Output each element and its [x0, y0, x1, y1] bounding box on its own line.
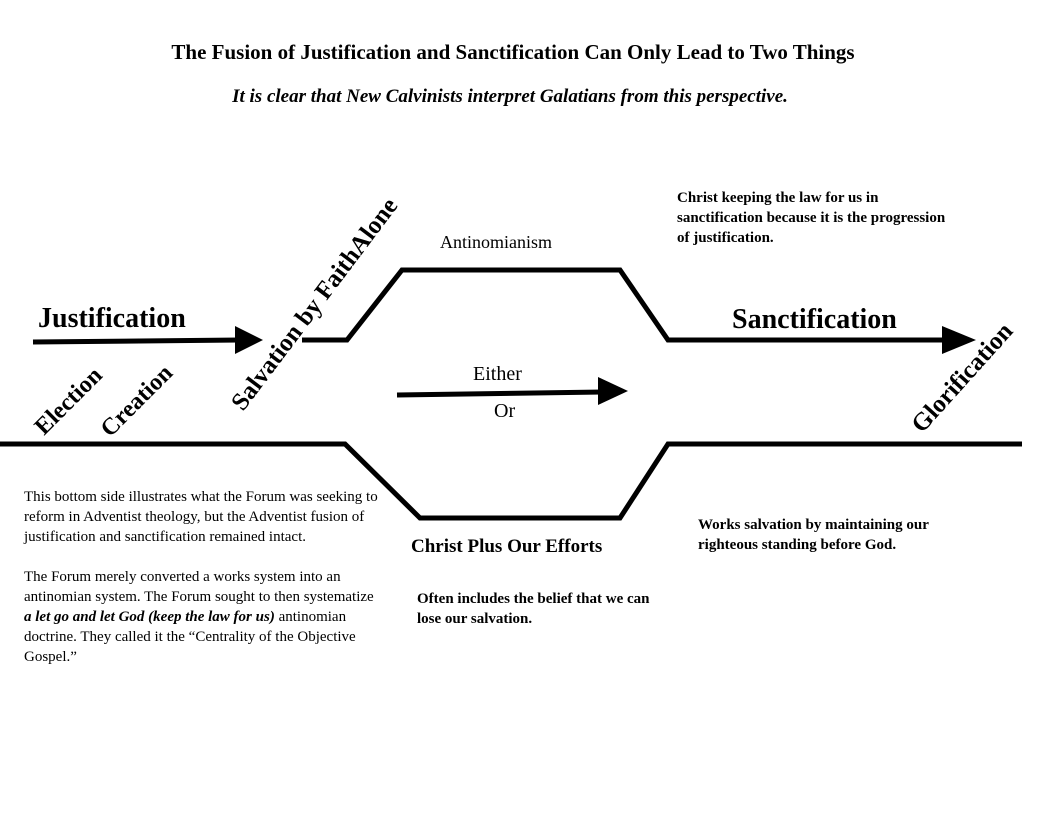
justification-arrowhead: [235, 326, 263, 354]
note-italic-text: a let go and let God (keep the law for u…: [24, 609, 275, 625]
note-top-right: Christ keeping the law for us in sanctif…: [677, 190, 946, 246]
sanctification-arrowhead: [942, 326, 976, 354]
note-bottom-left-paragraph-2: The Forum merely converted a works syste…: [24, 567, 384, 667]
label-election: Election: [30, 362, 108, 440]
label-sanctification: Sanctification: [732, 304, 897, 335]
diagram-subtitle: It is clear that New Calvinists interpre…: [232, 86, 788, 107]
lower-path: [0, 441, 1022, 521]
label-either: Either: [473, 363, 522, 385]
label-antinomianism: Antinomianism: [440, 232, 552, 252]
note-bottom-left: This bottom side illustrates what the Fo…: [24, 487, 384, 687]
either-or-arrow-line: [396, 389, 604, 398]
either-or-arrowhead: [598, 377, 628, 405]
note-bottom-left-paragraph-1: This bottom side illustrates what the Fo…: [24, 489, 378, 545]
justification-arrow-line: [32, 337, 241, 345]
label-justification: Justification: [38, 303, 186, 334]
diagram-title: The Fusion of Justification and Sanctifi…: [171, 40, 855, 64]
label-creation: Creation: [96, 360, 178, 442]
upper-path: [302, 267, 945, 343]
label-christ-plus-our-efforts: Christ Plus Our Efforts: [411, 536, 602, 557]
note-bottom-middle: Often includes the belief that we can lo…: [417, 591, 650, 627]
note-text: The Forum merely converted a works syste…: [24, 569, 374, 605]
note-bottom-right: Works salvation by maintaining our right…: [698, 517, 929, 553]
note-text: antinomian doctrine. They called it the …: [24, 609, 356, 665]
label-or: Or: [494, 400, 515, 422]
